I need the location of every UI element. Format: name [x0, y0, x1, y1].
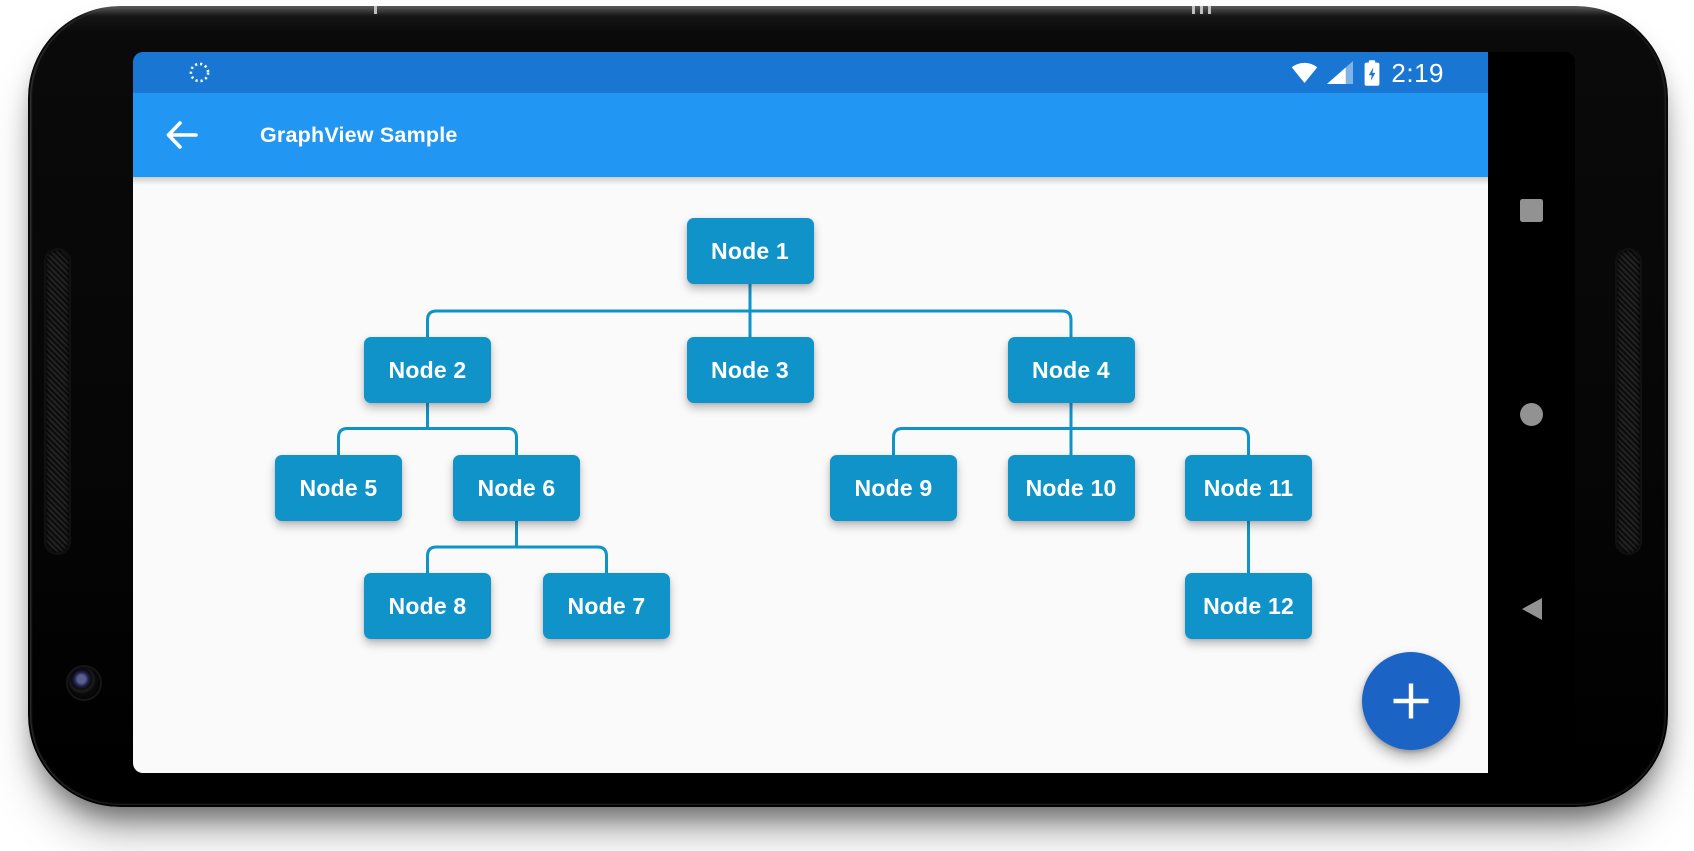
graph-node-label: Node 4 — [1032, 356, 1110, 383]
graph-edge — [337, 427, 518, 455]
graph-node-3[interactable]: Node 3 — [686, 337, 814, 403]
circle-icon — [1520, 402, 1543, 426]
graph-node-label: Node 7 — [567, 592, 646, 619]
nav-recents-button[interactable] — [1488, 180, 1575, 240]
plus-icon — [1393, 683, 1429, 719]
graph-node-5[interactable]: Node 5 — [275, 455, 402, 521]
status-bar: 2:19 — [133, 52, 1488, 93]
antenna-line — [374, 6, 377, 14]
navigation-bar — [1488, 52, 1575, 773]
graph-node-2[interactable]: Node 2 — [364, 337, 491, 403]
graph-node-label: Node 1 — [711, 237, 789, 264]
phone-screen: 2:19 GraphView Sample — [133, 52, 1575, 773]
add-node-fab-button[interactable] — [1362, 652, 1460, 750]
phone-frame: 2:19 GraphView Sample — [28, 6, 1668, 807]
graph-node-label: Node 12 — [1203, 592, 1294, 619]
nav-home-button[interactable] — [1488, 384, 1575, 444]
graph-edge — [892, 427, 1250, 455]
graph-node-label: Node 5 — [299, 474, 378, 501]
graph-node-label: Node 9 — [854, 474, 933, 501]
square-icon — [1520, 198, 1543, 222]
graph-node-label: Node 3 — [711, 356, 789, 383]
graph-node-6[interactable]: Node 6 — [453, 455, 580, 521]
right-speaker-grille — [1617, 250, 1640, 553]
status-bar-right-icons: 2:19 — [1291, 52, 1444, 93]
graph-node-9[interactable]: Node 9 — [830, 455, 957, 521]
cell-signal-icon — [1327, 61, 1354, 84]
page-title: GraphView Sample — [260, 122, 458, 147]
nav-back-button[interactable] — [1488, 579, 1575, 639]
battery-charging-icon — [1364, 59, 1380, 86]
graph-node-8[interactable]: Node 8 — [364, 573, 491, 639]
graph-canvas[interactable]: Node 1 Node 2 Node 3 Node 4 Node 5 Node … — [133, 177, 1488, 773]
graph-node-11[interactable]: Node 11 — [1185, 455, 1312, 521]
app-bar: GraphView Sample — [133, 93, 1488, 185]
graph-node-label: Node 10 — [1025, 474, 1117, 501]
antenna-line — [1200, 6, 1203, 14]
graph-node-4[interactable]: Node 4 — [1007, 337, 1135, 403]
back-button[interactable] — [158, 111, 206, 159]
wifi-icon — [1292, 62, 1318, 83]
app-area: 2:19 GraphView Sample — [133, 52, 1488, 773]
graph-node-label: Node 8 — [388, 592, 467, 619]
triangle-icon — [1521, 598, 1542, 620]
graph-edge — [426, 309, 1073, 337]
left-speaker-grille — [46, 250, 69, 553]
graph-node-label: Node 2 — [388, 356, 467, 383]
graph-node-label: Node 6 — [477, 474, 556, 501]
antenna-line — [1208, 6, 1211, 14]
graph-node-7[interactable]: Node 7 — [543, 573, 670, 639]
back-arrow-icon — [166, 121, 198, 149]
antenna-line — [1192, 6, 1195, 14]
graph-edge — [426, 545, 608, 573]
dotted-circle-notification-icon — [189, 62, 210, 83]
status-bar-clock: 2:19 — [1391, 57, 1444, 88]
graph-node-10[interactable]: Node 10 — [1007, 455, 1135, 521]
status-bar-left-icons — [188, 52, 211, 93]
graph-node-label: Node 11 — [1203, 474, 1294, 501]
front-camera — [68, 667, 100, 699]
graph-node-12[interactable]: Node 12 — [1185, 573, 1312, 639]
graph-node-1[interactable]: Node 1 — [686, 218, 814, 284]
